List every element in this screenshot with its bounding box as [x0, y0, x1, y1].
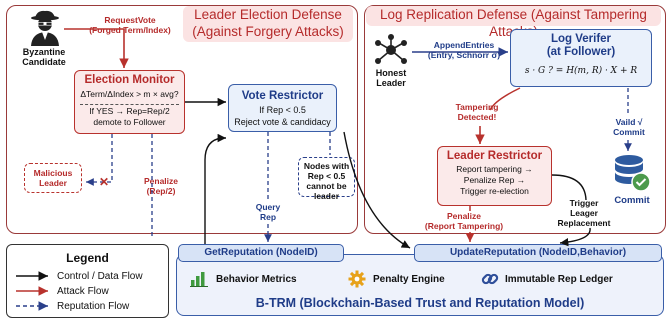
- append-entries-label: AppendEntries (Entry, Schnorr σ): [427, 40, 501, 60]
- leader-restrictor-box: Leader Restrictor Report tampering → Pen…: [437, 146, 552, 206]
- behavior-metrics-label: Behavior Metrics: [216, 274, 297, 285]
- valid-commit-label: Vaild √ Commit: [613, 117, 645, 137]
- svg-text:✕: ✕: [99, 175, 109, 189]
- log-replication-banner: Log Replication Defense (Against Tamperi…: [366, 6, 661, 39]
- log-replication-panel: [364, 5, 666, 234]
- query-rep-label: Query Rep: [255, 202, 281, 222]
- leader-election-banner: Leader Election Defense (Against Forgery…: [183, 6, 353, 42]
- malicious-leader-box: Malicious Leader: [24, 163, 82, 193]
- chain-link-icon: [481, 270, 499, 288]
- spy-icon: [28, 10, 62, 46]
- immutable-ledger-label: Immutable Rep Ledger: [505, 274, 613, 285]
- penalize-report-label: Penalize (Report Tampering): [424, 211, 504, 231]
- leader-restrictor-body: Report tampering → Penalize Rep → Trigge…: [456, 164, 533, 196]
- request-vote-label: RequestVote (Forged Term/Index): [89, 15, 171, 35]
- penalize-half-label: Penalize (Rep/2): [143, 176, 179, 196]
- leader-election-panel: [6, 5, 358, 234]
- vote-restrictor-box: Vote Restrictor If Rep < 0.5 Reject vote…: [228, 84, 337, 132]
- tampering-detected-label: Tampering Detected!: [455, 102, 499, 122]
- btrm-box: [176, 254, 664, 316]
- election-monitor-box: Election Monitor ΔTerm/ΔIndex > m × avg?…: [74, 70, 185, 134]
- gear-icon: [348, 270, 366, 288]
- legend-item-reputation: Reputation Flow: [57, 301, 130, 312]
- vote-restrictor-body: If Rep < 0.5 Reject vote & candidacy: [234, 105, 331, 127]
- nodes-rep-note-text: Nodes with Rep < 0.5 cannot be leader: [303, 161, 350, 201]
- penalty-engine-label: Penalty Engine: [373, 274, 445, 285]
- legend-title: Legend: [66, 251, 109, 265]
- nodes-rep-note: Nodes with Rep < 0.5 cannot be leader: [298, 157, 355, 201]
- log-verifier-box: Log Verifer (at Follower) s · G ? = H(m,…: [510, 29, 652, 87]
- btrm-title: B-TRM (Blockchain-Based Trust and Reputa…: [255, 296, 585, 310]
- legend-item-control: Control / Data Flow: [57, 271, 143, 282]
- commit-label: Commit: [614, 195, 650, 206]
- log-verifier-equation: s · G ? = H(m, R) · X + R: [524, 66, 638, 76]
- trigger-replacement-label: Trigger Leager Replacement: [557, 198, 611, 228]
- leader-restrictor-title: Leader Restrictor: [446, 150, 543, 162]
- network-node-icon: [371, 33, 411, 67]
- honest-leader-label: Honest Leader: [375, 68, 407, 88]
- bar-chart-icon: [190, 271, 208, 287]
- election-monitor-action: If YES → Rep=Rep/2 demote to Follower: [89, 105, 170, 128]
- malicious-leader-label: Malicious Leader: [33, 168, 73, 188]
- election-monitor-condition: ΔTerm/ΔIndex > m × avg?: [80, 89, 179, 99]
- legend-item-attack: Attack Flow: [57, 286, 109, 297]
- log-verifier-title: Log Verifer (at Follower): [546, 33, 616, 58]
- election-monitor-title: Election Monitor: [84, 74, 175, 86]
- vote-restrictor-title: Vote Restrictor: [241, 90, 324, 102]
- byzantine-candidate-label: Byzantine Candidate: [22, 47, 66, 67]
